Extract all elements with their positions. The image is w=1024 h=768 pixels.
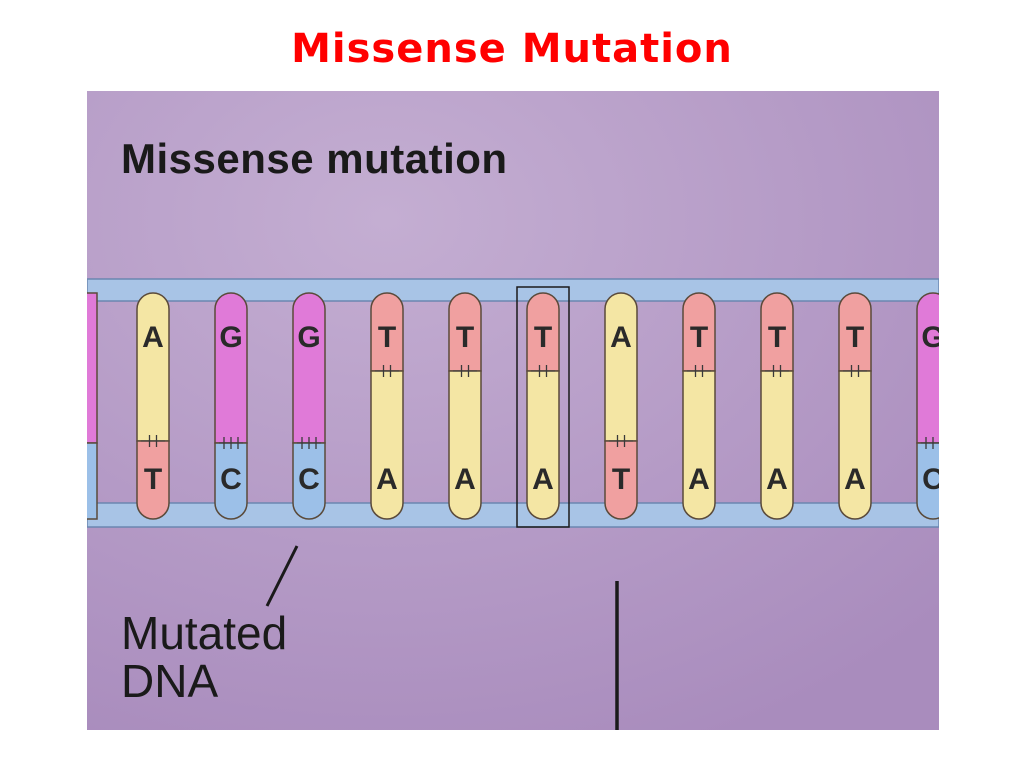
base-letter-bottom: A — [376, 463, 398, 496]
base-top — [292, 292, 326, 444]
edge-base-left-bottom — [87, 442, 98, 520]
base-pair: TA — [448, 292, 482, 520]
base-letter-top: G — [297, 321, 320, 354]
base-pair: AT — [136, 292, 170, 520]
base-pair: AT — [604, 292, 638, 520]
figure-markers — [265, 545, 619, 730]
backbone-top-rail — [87, 278, 939, 302]
mutation-highlight-box — [516, 286, 570, 528]
base-top — [214, 292, 248, 444]
mutated-label-line1: Mutated — [121, 607, 288, 659]
base-top — [370, 292, 404, 372]
edge-base-left-top — [87, 292, 98, 444]
base-pair: GC — [916, 292, 939, 520]
base-bottom — [214, 442, 248, 520]
base-pair: TA — [516, 286, 570, 528]
base-pair: GC — [214, 292, 248, 520]
base-bottom — [448, 370, 482, 520]
base-letter-bottom: T — [612, 463, 630, 496]
base-bottom — [760, 370, 794, 520]
base-letter-bottom: C — [922, 463, 939, 496]
base-bottom — [526, 370, 560, 520]
base-letter-bottom: T — [144, 463, 162, 496]
base-top — [136, 292, 170, 442]
slide-title: Missense Mutation — [291, 26, 733, 72]
mutated-label-line2: DNA — [121, 655, 219, 707]
base-letter-top: T — [534, 321, 552, 354]
base-bottom — [136, 440, 170, 520]
base-pair: TA — [682, 292, 716, 520]
base-letter-bottom: A — [688, 463, 710, 496]
base-bottom — [916, 442, 939, 520]
base-letter-top: T — [690, 321, 708, 354]
base-letter-bottom: C — [298, 463, 320, 496]
base-letter-top: G — [219, 321, 242, 354]
base-bottom — [370, 370, 404, 520]
base-top — [916, 292, 939, 444]
base-letter-top: G — [921, 321, 939, 354]
base-letter-bottom: C — [220, 463, 242, 496]
base-pair: TA — [838, 292, 872, 520]
base-letter-top: T — [378, 321, 396, 354]
base-bottom — [682, 370, 716, 520]
base-top — [682, 292, 716, 372]
base-pair: TA — [760, 292, 794, 520]
base-letter-top: T — [456, 321, 474, 354]
base-letter-bottom: A — [454, 463, 476, 496]
figure-heading: Missense mutation — [121, 135, 508, 182]
base-letter-top: T — [768, 321, 786, 354]
base-letter-bottom: A — [766, 463, 788, 496]
base-letter-top: A — [610, 321, 632, 354]
base-top — [448, 292, 482, 372]
base-letter-top: A — [142, 321, 164, 354]
base-bottom — [292, 442, 326, 520]
mutated-dna-label: Mutated DNA — [121, 609, 287, 705]
base-letter-bottom: A — [844, 463, 866, 496]
base-pair: GC — [292, 292, 326, 520]
base-letter-top: T — [846, 321, 864, 354]
base-pair: TA — [370, 292, 404, 520]
base-bottom — [838, 370, 872, 520]
base-letter-bottom: A — [532, 463, 554, 496]
base-bottom — [604, 440, 638, 520]
base-top — [838, 292, 872, 372]
mutation-pointer-line — [265, 545, 299, 607]
base-top — [604, 292, 638, 442]
base-top — [526, 292, 560, 372]
base-top — [760, 292, 794, 372]
